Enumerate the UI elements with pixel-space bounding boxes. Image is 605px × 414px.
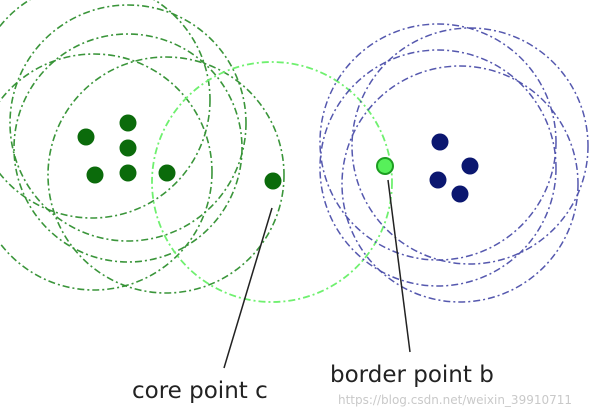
green-data-point xyxy=(77,128,95,146)
border-point-label: border point b xyxy=(330,362,494,388)
blue-neighborhood-circle xyxy=(319,23,557,261)
blue-data-point xyxy=(431,133,449,151)
border-point-pointer-line xyxy=(387,179,411,353)
core-point-pointer-line xyxy=(223,207,273,369)
green-data-point xyxy=(158,164,176,182)
green-neighborhood-circle xyxy=(13,33,243,263)
watermark-text: https://blog.csdn.net/weixin_39910711 xyxy=(338,393,572,407)
green-data-point xyxy=(119,114,137,132)
green-data-point xyxy=(119,164,137,182)
blue-data-points xyxy=(429,133,479,203)
blue-data-point xyxy=(429,171,447,189)
blue-data-point xyxy=(461,157,479,175)
core-point-c xyxy=(264,172,282,190)
green-neighborhood-circle xyxy=(47,56,285,294)
blue-neighborhood-circle xyxy=(319,49,557,287)
blue-neighborhood-circle xyxy=(351,27,589,265)
green-neighborhood-circle xyxy=(0,53,213,291)
core-point-label: core point c xyxy=(132,378,268,404)
green-data-points xyxy=(77,114,282,190)
green-data-point xyxy=(119,139,137,157)
green-data-point xyxy=(86,166,104,184)
border-point-b xyxy=(376,157,394,175)
core-point-neighborhood-circle xyxy=(151,61,393,303)
blue-neighborhood-circle xyxy=(341,65,579,303)
green-neighborhood-circle xyxy=(0,0,211,219)
blue-neighborhood-circles xyxy=(319,23,589,303)
blue-data-point xyxy=(451,185,469,203)
green-neighborhood-circle xyxy=(9,4,247,242)
green-neighborhood-circles xyxy=(0,0,285,294)
